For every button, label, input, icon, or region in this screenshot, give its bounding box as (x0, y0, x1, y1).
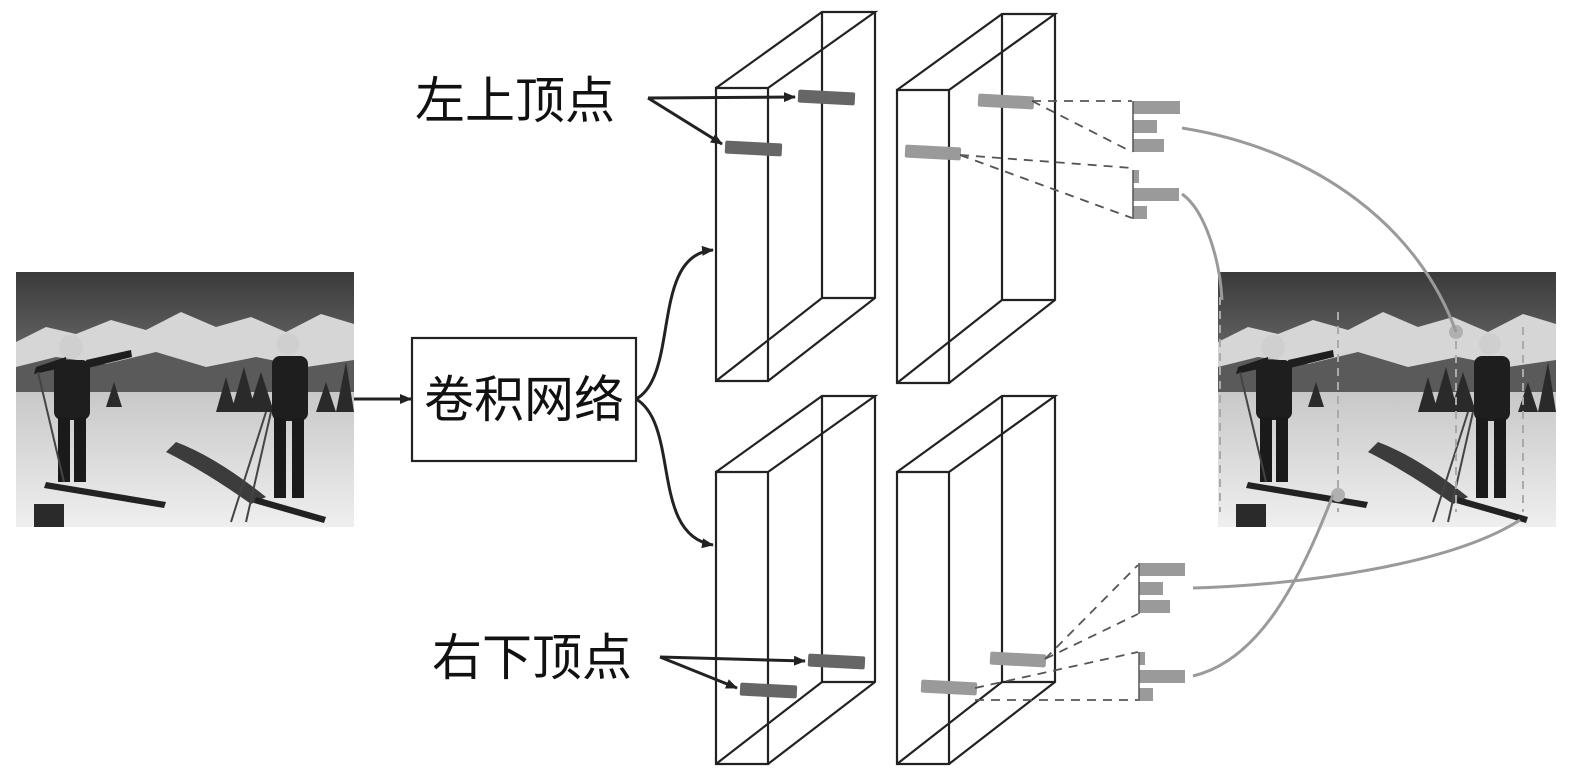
tl-bar-2a (977, 93, 1035, 110)
tl-bar-1b (724, 140, 783, 157)
top-left-arrow-2 (647, 96, 723, 146)
top-left-arrow-1 (647, 92, 796, 103)
bottom-right-arrow-1 (659, 655, 806, 666)
feature-map-bottom-1 (714, 394, 879, 766)
br-dash-1 (1044, 564, 1139, 660)
br-histogram-1 (1138, 563, 1185, 614)
br-histogram-2 (1138, 652, 1185, 701)
tl-histogram-1 (1132, 101, 1180, 152)
input-image (15, 271, 355, 528)
br-bar-2a (989, 651, 1047, 668)
br-bar-1b (739, 682, 798, 699)
branch-arrow-bottom (635, 397, 714, 549)
br-bar-2b (920, 679, 978, 696)
curve-tl-1 (1181, 126, 1458, 333)
br-dash-2 (1044, 613, 1139, 660)
br-bar-1a (807, 653, 866, 670)
curve-br-2 (1192, 494, 1335, 678)
curve-tl-2 (1181, 192, 1224, 301)
output-image (1217, 271, 1557, 528)
feature-map-top-1 (714, 10, 879, 383)
feature-map-bottom-2 (895, 394, 1059, 766)
tl-histogram-2 (1132, 170, 1179, 219)
br-dash-3 (974, 651, 1139, 689)
tl-dash-2 (1031, 100, 1133, 153)
top-left-label: 左上顶点 (415, 72, 615, 130)
curve-br-1 (1192, 518, 1521, 590)
tl-bar-1a (797, 89, 856, 106)
feature-map-top-2 (895, 12, 1059, 385)
conv-network-box: 卷积网络 (410, 336, 638, 463)
conv-network-label: 卷积网络 (424, 371, 624, 429)
tl-dash-4 (959, 154, 1133, 219)
tl-dash-3 (959, 154, 1133, 169)
branch-arrow-top (635, 245, 714, 401)
bottom-right-label: 右下顶点 (432, 629, 632, 687)
bottom-right-arrow-2 (659, 655, 738, 690)
tl-bar-2b (904, 144, 962, 161)
